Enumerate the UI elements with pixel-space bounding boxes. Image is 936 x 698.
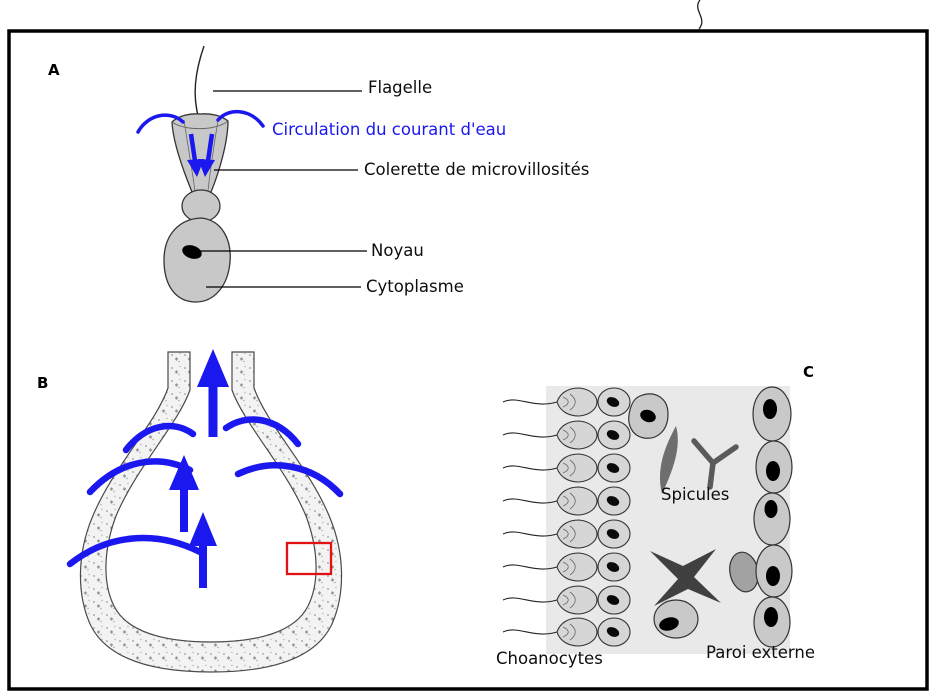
collar-rim [171, 120, 229, 130]
label-colerette: Colerette de microvillosités [364, 160, 590, 179]
spicule-tetraxon-star [650, 549, 721, 606]
choanocyte-row [502, 453, 631, 483]
label-circulation: Circulation du courant d'eau [272, 120, 507, 139]
choanocyte-row [502, 519, 631, 549]
outer-wall-cells [752, 386, 793, 648]
inflow-curve-upper-left [122, 422, 197, 454]
spicule-triaxon [691, 438, 739, 490]
top-decoration-curve [697, 0, 703, 30]
figure-border [7, 29, 929, 691]
choanocyte-row [502, 617, 631, 647]
panel-b-sponge-diagram [66, 349, 344, 673]
cell-neck [181, 189, 221, 223]
nucleus [182, 245, 202, 259]
highlight-box [285, 541, 333, 576]
label-flagelle: Flagelle [368, 78, 433, 97]
cell-body [163, 217, 231, 303]
inflow-curve-upper-right [222, 416, 302, 448]
water-arrow-left-shaft [188, 133, 198, 162]
panel-c-letter: C [803, 363, 815, 381]
choanocyte-row [502, 585, 631, 615]
water-flow-curve-right [216, 110, 265, 128]
choanocyte-row [502, 387, 631, 417]
outer-wall-cell-nucleus [764, 500, 778, 518]
water-arrow-right-head [198, 159, 215, 177]
label-choanocytes: Choanocytes [496, 649, 603, 668]
choanocyte-row [502, 420, 631, 450]
flagellum [194, 45, 205, 120]
amoebocyte-nucleus [640, 409, 656, 423]
spicule-needle [659, 426, 678, 494]
outer-wall-cell-nucleus [764, 607, 778, 627]
label-paroi-externe: Paroi externe [706, 643, 816, 662]
panel-b-letter: B [37, 374, 49, 392]
water-arrow-right-shaft [205, 133, 215, 162]
outer-wall-cell-nucleus [763, 399, 777, 419]
choanocyte-row [502, 486, 631, 516]
outer-wall-cell-nucleus [766, 461, 780, 481]
label-cytoplasme: Cytoplasme [366, 277, 464, 296]
label-noyau: Noyau [371, 241, 424, 260]
panel-c-inset-diagram [502, 386, 793, 654]
label-spicules: Spicules [661, 485, 730, 504]
outflow-arrow-top-head [197, 349, 229, 387]
choanocyte-row [502, 552, 631, 582]
inflow-curve-mid-right [234, 462, 344, 498]
outflow-arrow-low-head [189, 512, 217, 546]
collar-microvilli-lines [183, 119, 219, 192]
inflow-curve-lower-left [66, 534, 204, 568]
water-flow-curve-left [136, 113, 185, 134]
panel-a-letter: A [48, 61, 60, 79]
panel-a-choanocyte-diagram [136, 45, 367, 303]
outer-wall-cell-nucleus [766, 566, 780, 586]
mesohyl-cell-nucleus [659, 617, 679, 631]
outflow-arrow-mid-head [169, 455, 199, 490]
